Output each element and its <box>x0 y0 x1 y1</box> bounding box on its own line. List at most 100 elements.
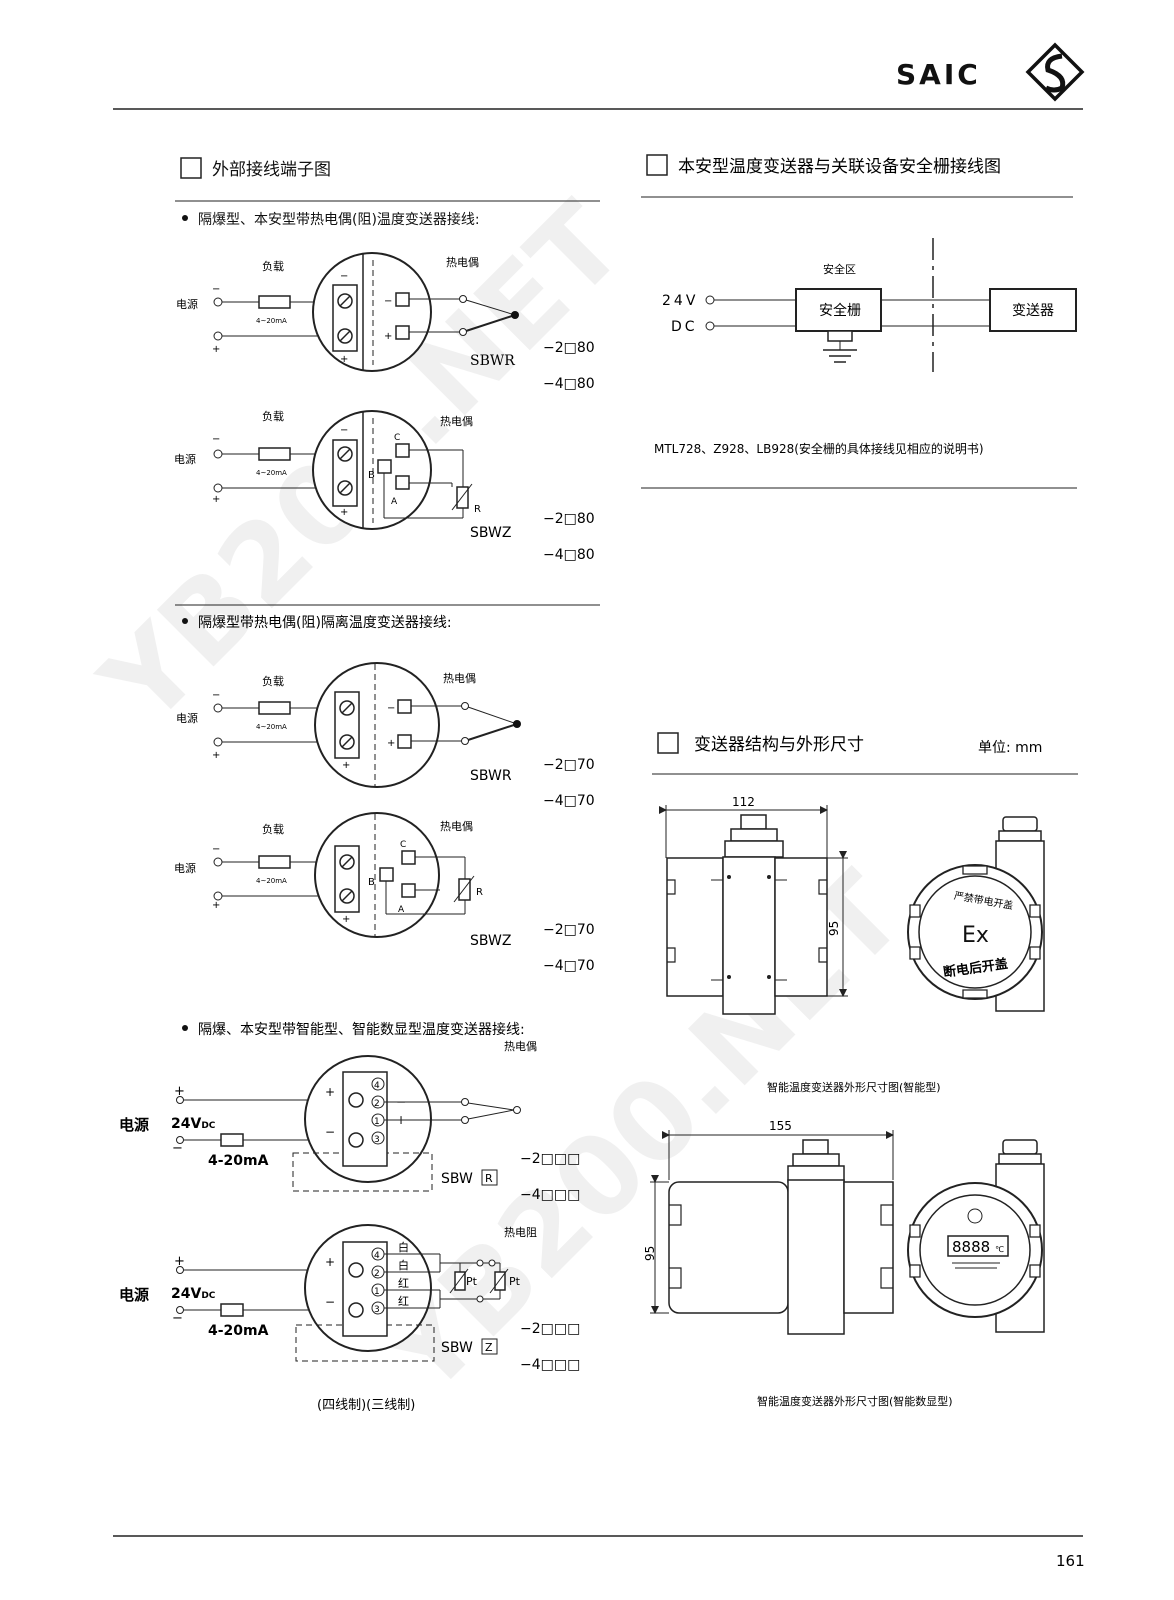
housing-center <box>787 1179 845 1335</box>
thermocouple-label: 热电偶 <box>443 672 476 685</box>
current-label: 4-20mA <box>208 1153 269 1169</box>
section-barrier-header: 本安型温度变送器与关联设备安全栅接线图 <box>641 154 1073 198</box>
wire-red: 红 <box>398 1277 409 1290</box>
power-label: 电源 <box>174 861 196 875</box>
thermal-resistance-label: 热电阻 <box>504 1226 537 1239</box>
voltage-24v: 24V <box>662 293 698 309</box>
model-sbw: SBW <box>441 1340 473 1356</box>
terminal-2-label: 2 <box>374 1099 380 1109</box>
model-suffix-box <box>481 1169 498 1186</box>
wiring-diagram-sbwr-2: 负载 热电偶 电源 − + 4~20mA + − + SBWR −2□70 −4… <box>176 662 595 809</box>
terminal-b-label: B <box>368 877 375 888</box>
minus-sign: − <box>212 284 220 295</box>
plus-sign: + <box>340 507 348 518</box>
model-suffix-box <box>481 1338 498 1355</box>
ground-icon <box>823 349 857 363</box>
current-label: 4~20mA <box>256 877 287 885</box>
plus-sign: + <box>384 331 392 342</box>
thermal-resistance-label: 热电偶 <box>440 415 473 428</box>
power-label: 电源 <box>119 1116 149 1134</box>
load-resistor <box>258 295 291 309</box>
wire-white: 白 <box>398 1240 409 1254</box>
power-label: 电源 <box>119 1286 149 1304</box>
model-code: −4□80 <box>543 547 595 563</box>
load-label: 负载 <box>262 409 284 423</box>
model-suffix-r: R <box>485 1172 493 1185</box>
rtd-resistor <box>458 878 471 901</box>
current-label: 4-20mA <box>208 1323 269 1339</box>
housing-center <box>722 856 776 1015</box>
load-resistor <box>220 1303 244 1317</box>
bullet-1-text: 隔爆型、本安型带热电偶(阻)温度变送器接线: <box>198 211 480 228</box>
section-title: 外部接线端子图 <box>212 160 331 180</box>
transmitter-housing <box>312 252 432 372</box>
plus-sign: + <box>174 1254 185 1269</box>
r-label: R <box>476 887 483 898</box>
dashed-display-module <box>292 1152 433 1192</box>
barrier-wiring-diagram: 安全区 24V DC 安全栅 变送器 MTL728、Z928、LB928(安全栅… <box>641 238 1077 489</box>
terminal-4-label: 4 <box>374 1081 380 1091</box>
dimension-drawing-smart-display: 155 95 8888 ℃ 智能温度变送器外形尺寸图(智能数显型) <box>643 1119 1045 1408</box>
thermal-resistance-label: 热电偶 <box>440 820 473 833</box>
terminal-c-label: C <box>394 433 400 443</box>
junction-dot <box>511 311 519 319</box>
wiring-diagram-smart-z: 热电阻 + 电源 24VDC − 4-20mA + − 4 2 1 3 白 白 … <box>119 1224 580 1413</box>
power-label: 电源 <box>174 452 196 466</box>
model-sbwr: SBWR <box>470 353 515 369</box>
pt-label: Pt <box>509 1275 521 1288</box>
junction-dot <box>513 720 521 728</box>
terminal-a-label: A <box>398 905 405 915</box>
section-checkbox <box>646 154 668 176</box>
terminal-b-label: B <box>368 470 375 481</box>
terminal-dot <box>213 331 223 341</box>
wire-red: 红 <box>398 1295 409 1308</box>
ground-block <box>827 330 853 342</box>
caption-smart-display: 智能温度变送器外形尺寸图(智能数显型) <box>757 1394 953 1408</box>
current-label: 4~20mA <box>256 723 287 731</box>
power-label: 电源 <box>176 297 198 311</box>
safety-barrier-box <box>795 288 882 332</box>
safety-barrier-label: 安全栅 <box>819 302 861 319</box>
terminal-dot <box>213 297 223 307</box>
voltage-label: 24VDC <box>171 1286 216 1302</box>
terminal-c-label: C <box>400 840 406 850</box>
plus-sign: + <box>342 760 350 771</box>
load-resistor <box>258 447 291 461</box>
bullet-dot <box>182 618 188 624</box>
wiring-diagram-sbwz-1: 负载 热电偶 电源 − + 4~20mA − + C B A R <box>174 409 595 563</box>
dim-width-155: 155 <box>769 1119 792 1133</box>
plus-sign: + <box>212 900 220 911</box>
thermocouple-label: 热电偶 <box>446 256 479 269</box>
minus-sign: − <box>325 1295 335 1309</box>
wiring-diagram-smart-r: 热电偶 + 电源 24VDC − 4-20mA + − 4 2 1 3 − + … <box>119 1040 580 1203</box>
wire-mode-caption: (四线制)(三线制) <box>317 1398 415 1413</box>
section-terminal-header: 外部接线端子图 <box>175 157 600 202</box>
minus-sign: − <box>340 425 348 436</box>
current-label: 4~20mA <box>256 469 287 477</box>
dim-height-95: 95 <box>643 1246 657 1261</box>
load-label: 负载 <box>262 674 284 688</box>
terminal-1-label: 1 <box>374 1287 380 1297</box>
model-suffix-z: Z <box>485 1341 493 1354</box>
housing-right <box>774 857 828 997</box>
bullet-2-text: 隔爆型带热电偶(阻)隔离温度变送器接线: <box>198 614 452 631</box>
power-label: 电源 <box>176 711 198 725</box>
lcd-digits: 8888 <box>952 1238 990 1256</box>
unit-label: 单位: mm <box>978 740 1042 756</box>
transmitter-housing <box>314 812 440 938</box>
model-sbw: SBW <box>441 1171 473 1187</box>
wire-white: 白 <box>398 1258 409 1272</box>
section-checkbox <box>180 157 202 179</box>
plus-sign: + <box>174 1084 185 1099</box>
minus-sign: − <box>172 1311 183 1326</box>
voltage-label: 24VDC <box>171 1116 216 1132</box>
model-code: −2□80 <box>543 340 595 356</box>
section-checkbox <box>657 732 679 754</box>
model-code: −2□□□ <box>520 1321 580 1337</box>
minus-sign: − <box>325 1125 335 1139</box>
terminal-3-label: 3 <box>374 1305 380 1315</box>
model-code: −2□70 <box>543 757 595 773</box>
model-code: −2□70 <box>543 922 595 938</box>
minus-sign: − <box>384 296 392 307</box>
model-code: −4□□□ <box>520 1357 580 1373</box>
